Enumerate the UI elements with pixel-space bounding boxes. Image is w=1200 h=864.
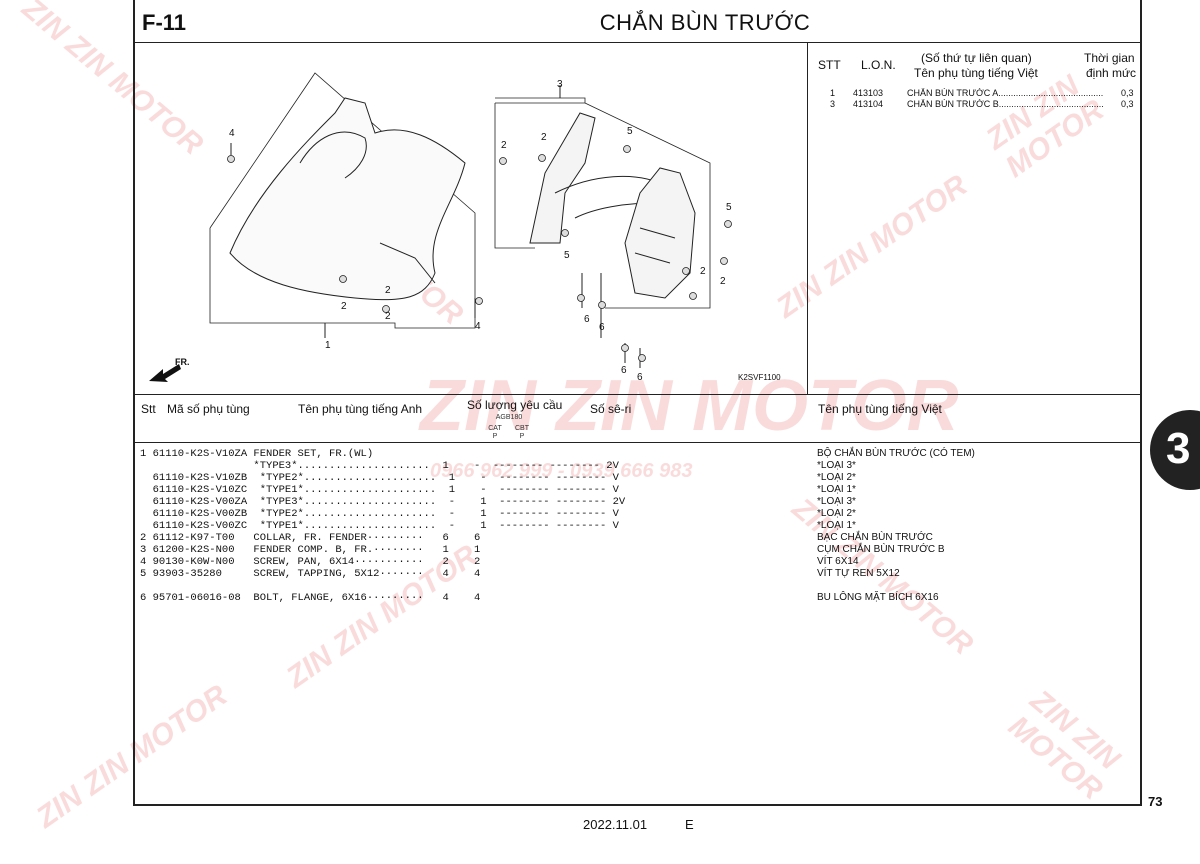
callout-1: 1	[325, 340, 331, 351]
callout-2: 2	[385, 285, 391, 296]
callout-5: 5	[627, 126, 633, 137]
lon-header-desc2: Tên phụ tùng tiếng Việt	[914, 66, 1038, 80]
page-code: F-11	[142, 10, 187, 35]
header-divider	[133, 42, 1142, 43]
lon-header-time1: Thời gian	[1084, 51, 1135, 65]
table-header-bottom-line	[133, 442, 1142, 443]
parts-row: 3 61200-K2S-N00 FENDER COMP. B, FR.·····…	[140, 544, 481, 556]
lon-row-stt: 3	[830, 99, 836, 109]
vi-name-row: *LOẠI 2*	[817, 472, 856, 483]
parts-row: 5 93903-35280 SCREW, TAPPING, 5X12······…	[140, 568, 481, 580]
callout-4: 4	[475, 321, 481, 332]
parts-header-qty: Số lượng yêu cầu	[467, 398, 563, 412]
callout-2: 2	[341, 301, 347, 312]
parts-row: *TYPE3*..................... 1 - -------…	[140, 460, 619, 472]
parts-header-stt: Stt	[141, 402, 156, 416]
parts-row	[140, 580, 625, 592]
vi-name-row: BỘ CHẮN BÙN TRƯỚC (CÓ TEM)	[817, 448, 975, 459]
callout-2: 2	[501, 140, 507, 151]
parts-row: 2 61112-K97-T00 COLLAR, FR. FENDER······…	[140, 532, 481, 544]
lon-row-name: CHẮN BÙN TRƯỚC A........................…	[907, 88, 1104, 98]
callout-6: 6	[584, 314, 590, 325]
parts-header-name-vi: Tên phụ tùng tiếng Việt	[818, 402, 942, 416]
exploded-parts-diagram: 1 2 2 2 2 2 2 2 3 4 4 5 5 5 6 6 6 6 FR.	[149, 72, 732, 383]
diagram-ref: K2SVF1100	[738, 373, 781, 382]
cat-sub: P	[492, 433, 498, 440]
callout-2: 2	[720, 276, 726, 287]
callout-5: 5	[564, 250, 570, 261]
vi-name-row: BU LÔNG MẶT BÍCH 6X16	[817, 592, 939, 603]
lon-row-time: 0,3	[1121, 99, 1134, 109]
vi-name-row: *LOẠI 2*	[817, 508, 856, 519]
cat-label: CAT	[488, 425, 502, 432]
vi-name-row: *LOẠI 3*	[817, 496, 856, 507]
parts-header-name-en: Tên phụ tùng tiếng Anh	[298, 402, 423, 416]
callout-2: 2	[541, 132, 547, 143]
parts-row: 4 90130-K0W-N00 SCREW, PAN, 6X14········…	[140, 556, 481, 568]
print-date: 2022.11.01	[583, 817, 648, 832]
callout-5: 5	[726, 202, 732, 213]
vi-name-row: BẠC CHẮN BÙN TRƯỚC	[817, 532, 933, 543]
callout-6: 6	[621, 365, 627, 376]
vi-name-row: CỤM CHẮN BÙN TRƯỚC B	[817, 544, 945, 555]
callout-2: 2	[385, 311, 391, 322]
parts-header-serial: Số sê-ri	[590, 402, 632, 416]
lon-row-code: 413104	[853, 99, 884, 109]
cbt-label: CBT	[515, 425, 529, 432]
vi-names-list: BỘ CHẮN BÙN TRƯỚC (CÓ TEM)*LOẠI 3**LOẠI …	[817, 448, 975, 604]
edition-mark: E	[685, 817, 694, 832]
lon-row-code: 413103	[853, 88, 884, 98]
vi-name-row: *LOẠI 1*	[817, 520, 856, 531]
lon-header-time2: định mức	[1086, 66, 1137, 80]
table-header-top-line	[133, 394, 1142, 395]
parts-row: 61110-K2S-V10ZC *TYPE1*.................…	[140, 484, 619, 496]
parts-row: 61110-K2S-V00ZB *TYPE2*.................…	[140, 508, 619, 520]
lon-row-time: 0,3	[1121, 88, 1134, 98]
parts-header-model: AGB180	[495, 414, 523, 421]
fr-label: FR.	[175, 357, 190, 367]
vi-name-row: VÍT 6X14	[817, 556, 859, 567]
callout-6: 6	[599, 322, 605, 333]
lon-header-lon: L.O.N.	[861, 58, 896, 72]
vi-name-row: VÍT TỰ REN 5X12	[817, 568, 900, 579]
page-title: CHẮN BÙN TRƯỚC	[599, 10, 811, 35]
lon-row-name: CHẮN BÙN TRƯỚC B........................…	[907, 99, 1104, 109]
vi-name-row: *LOẠI 1*	[817, 484, 856, 495]
parts-row: 6 95701-06016-08 BOLT, FLANGE, 6X16·····…	[140, 592, 481, 604]
vi-name-row: *LOẠI 3*	[817, 460, 856, 471]
callout-3: 3	[557, 79, 563, 90]
callout-4: 4	[229, 128, 235, 139]
page-frame	[133, 0, 1142, 806]
parts-row: 1 61110-K2S-V10ZA FENDER SET, FR.(WL)	[140, 448, 374, 460]
callout-2: 2	[700, 266, 706, 277]
diagram-divider	[807, 43, 808, 395]
parts-list: 1 61110-K2S-V10ZA FENDER SET, FR.(WL) *T…	[140, 448, 625, 604]
callout-6: 6	[637, 372, 643, 383]
section-tab: 3	[1150, 410, 1200, 490]
lon-row-stt: 1	[830, 88, 836, 98]
lon-header-desc1: (Số thứ tự liên quan)	[921, 51, 1032, 65]
parts-header-partno: Mã số phụ tùng	[167, 402, 250, 416]
parts-row: 61110-K2S-V00ZC *TYPE1*.................…	[140, 520, 619, 532]
page-number: 73	[1148, 794, 1163, 809]
section-tab-label: 3	[1166, 424, 1191, 473]
parts-row: 61110-K2S-V00ZA *TYPE3*.................…	[140, 496, 626, 508]
parts-row: 61110-K2S-V10ZB *TYPE2*.................…	[140, 472, 619, 484]
lon-header-stt: STT	[818, 58, 841, 72]
front-arrow-icon: FR.	[149, 357, 190, 382]
cbt-sub: P	[519, 433, 525, 440]
vi-name-row	[817, 580, 975, 592]
